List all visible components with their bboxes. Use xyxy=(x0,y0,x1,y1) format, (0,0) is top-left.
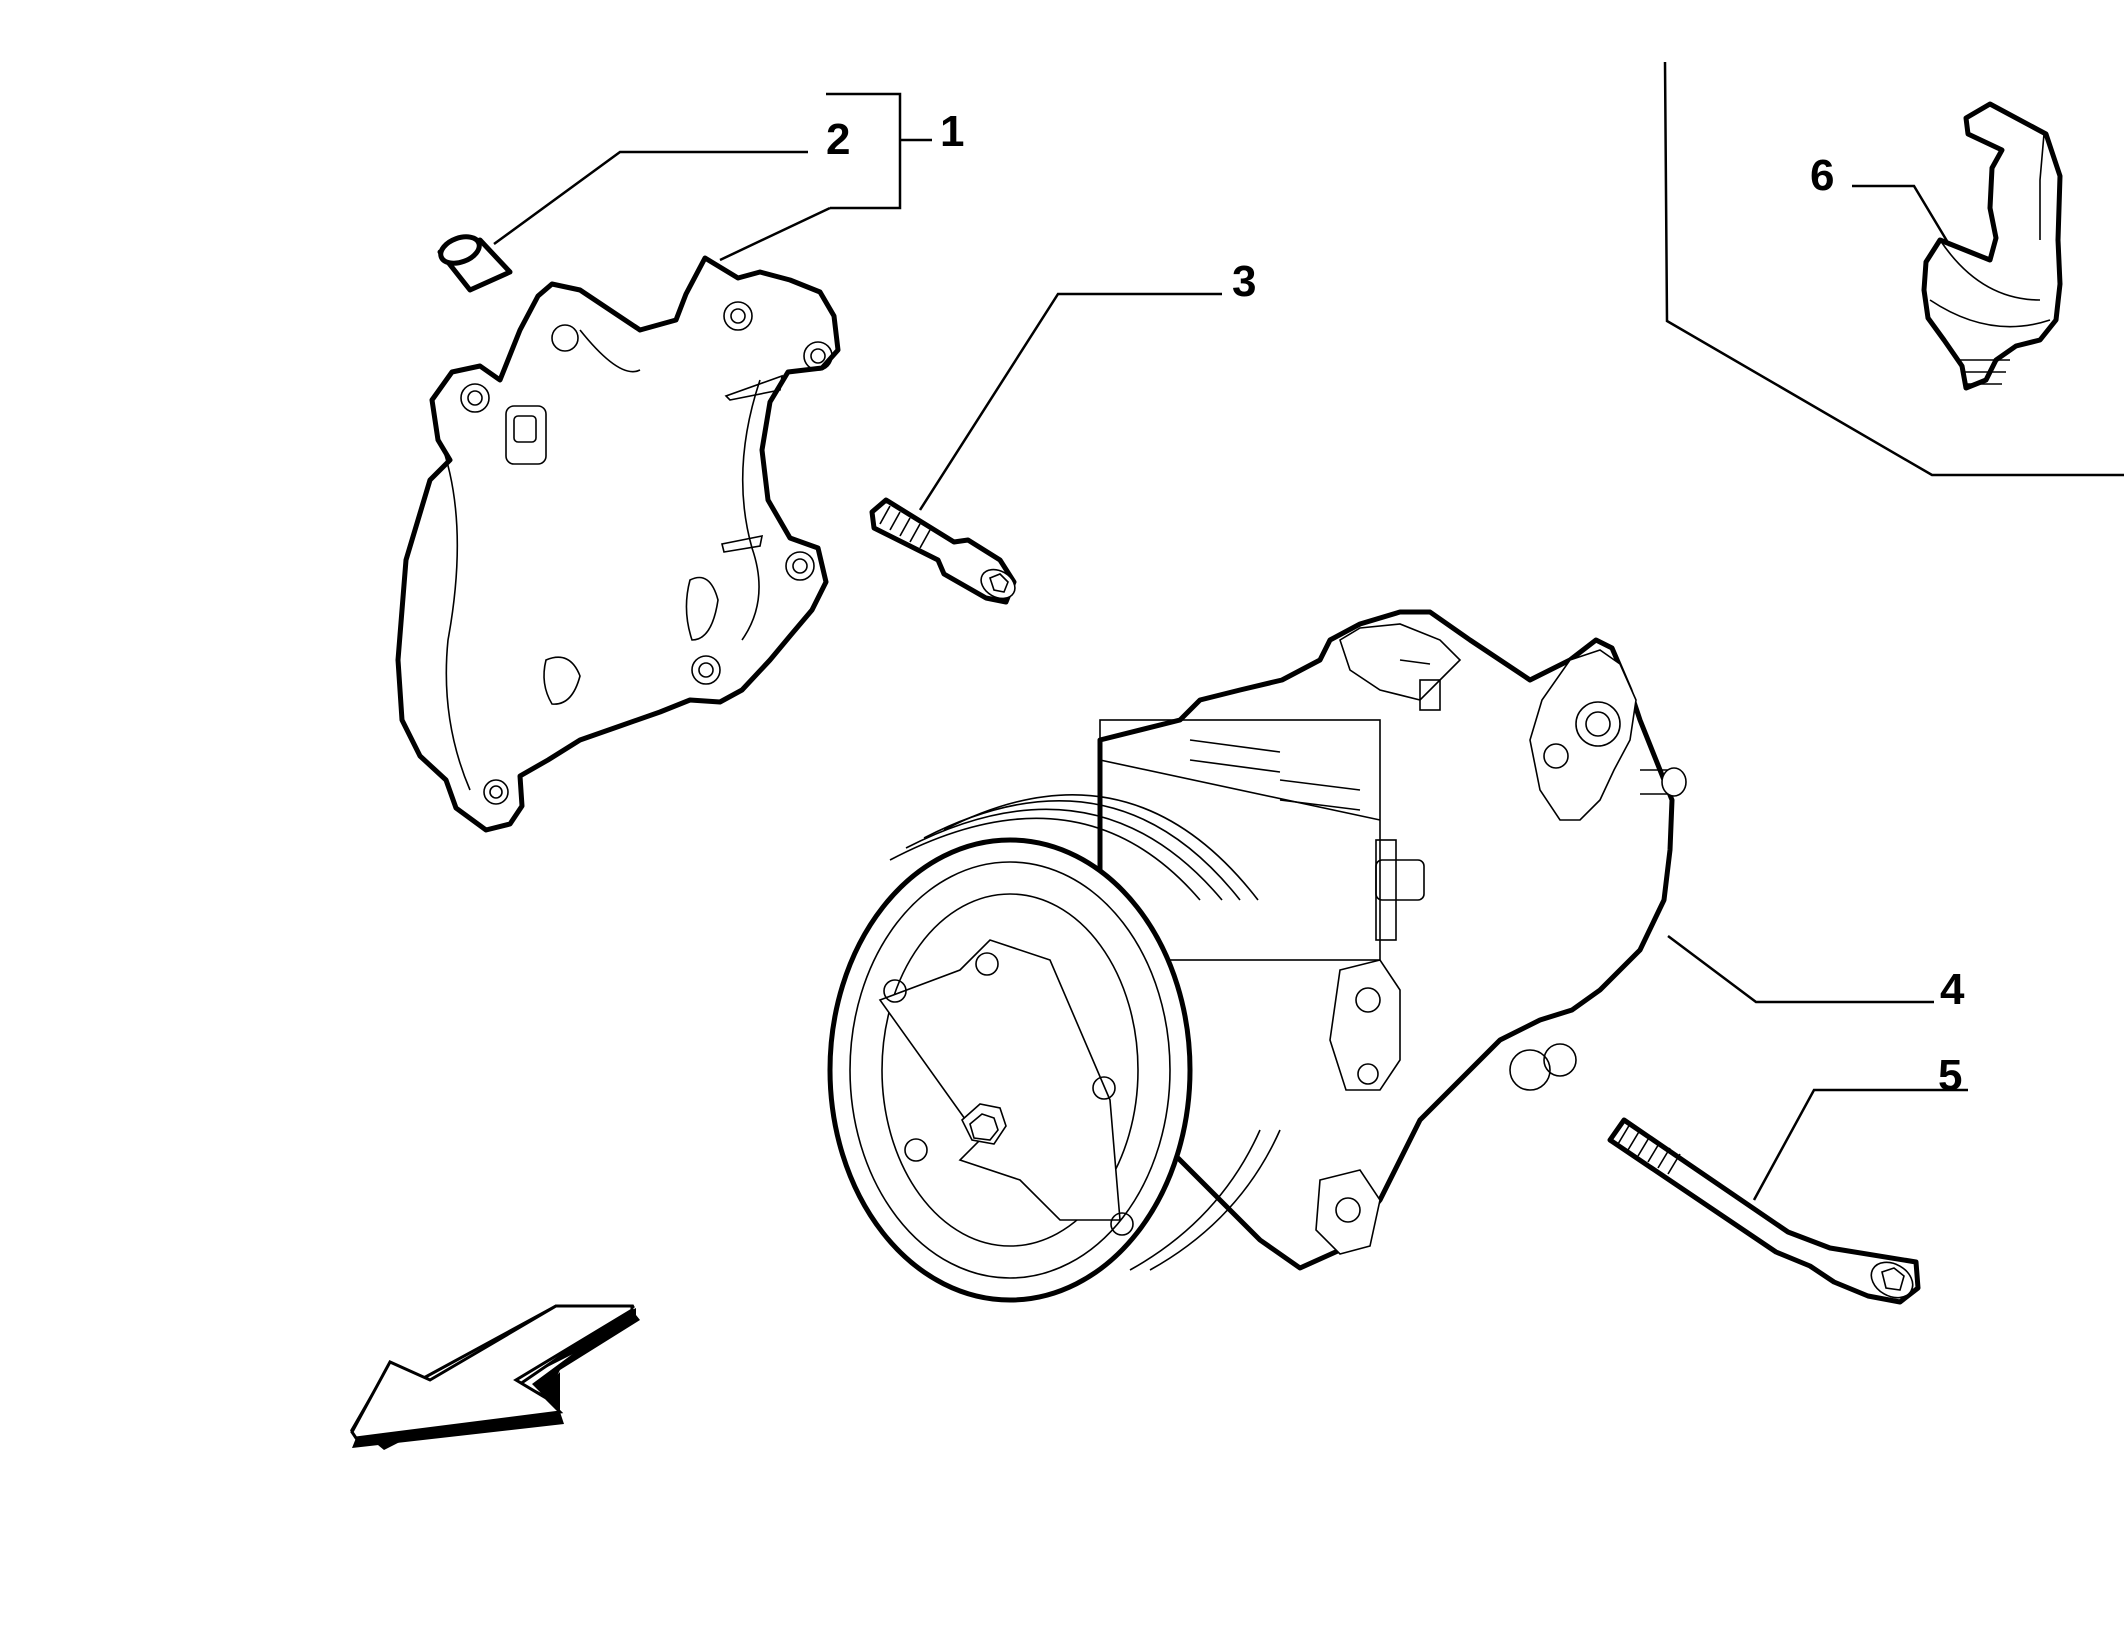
callout-4: 4 xyxy=(1940,965,1965,1014)
direction-arrow xyxy=(349,1304,640,1450)
compressor-part[interactable] xyxy=(827,609,1687,1303)
long-bolt-part[interactable] xyxy=(1607,1117,1921,1305)
callout-5: 5 xyxy=(1938,1051,1962,1100)
callout-1: 1 xyxy=(940,107,964,156)
leader-lines xyxy=(493,92,1968,1201)
inset-frame xyxy=(1663,61,2124,477)
bushing-part[interactable] xyxy=(437,232,513,293)
callout-3: 3 xyxy=(1232,257,1256,306)
bracket-part[interactable] xyxy=(395,255,841,833)
callout-6: 6 xyxy=(1810,151,1834,200)
short-bolt-part[interactable] xyxy=(869,497,1020,605)
clip-part[interactable] xyxy=(1921,101,2063,391)
callout-2: 2 xyxy=(826,115,850,164)
callouts: 1 2 3 4 5 6 xyxy=(826,107,1965,1100)
